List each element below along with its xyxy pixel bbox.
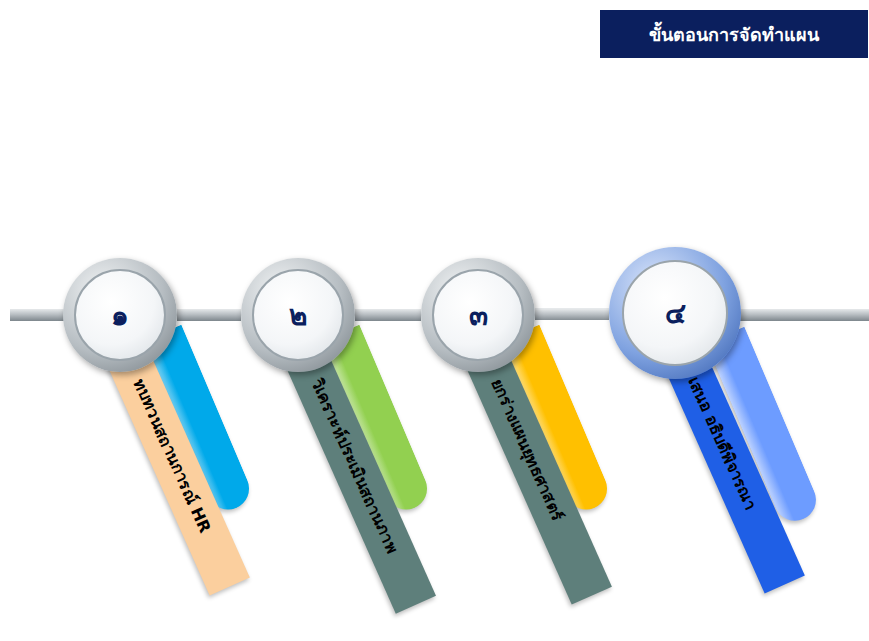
title-text: ขั้นตอนการจัดทำแผน [649, 20, 819, 49]
step-circle: ๓ [432, 269, 524, 361]
connector-bar [535, 308, 609, 320]
bar-end [738, 309, 869, 321]
step-number: ๑ [111, 293, 129, 337]
connector-bar [177, 309, 241, 321]
step-number: ๒ [289, 293, 307, 337]
step-number: ๓ [469, 293, 488, 337]
step-node: ยกร่างแผนยุทธศาสตร์๓ [421, 258, 535, 372]
step-circle: ๒ [252, 269, 344, 361]
bar-end [10, 309, 66, 321]
step-node: เสนอ อธิบดีพิจารณา๔ [609, 247, 741, 379]
connector-bar [355, 309, 421, 321]
step-circle: ๑ [74, 269, 166, 361]
step-node: ทบทวนสถานการณ์ HR๑ [63, 258, 177, 372]
step-circle: ๔ [622, 260, 728, 366]
step-node: วิเคราะห์ประเมินสถานภาพ๒ [241, 258, 355, 372]
title-banner: ขั้นตอนการจัดทำแผน [600, 10, 868, 58]
step-number: ๔ [665, 291, 686, 335]
